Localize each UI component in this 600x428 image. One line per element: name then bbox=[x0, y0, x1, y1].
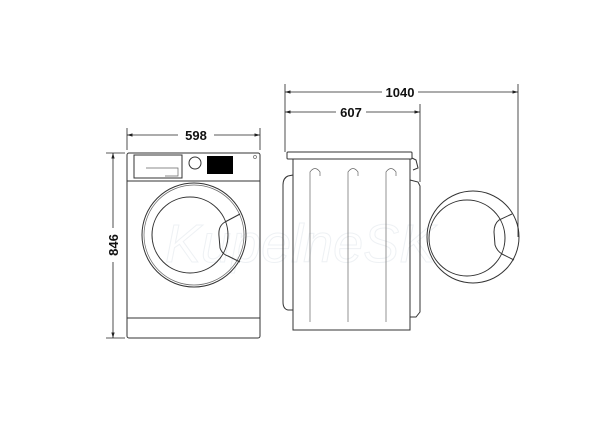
side-groove bbox=[309, 168, 321, 322]
open-door-glass bbox=[428, 199, 506, 277]
width-label: 598 bbox=[185, 128, 207, 143]
front-view bbox=[126, 152, 261, 339]
open-door-outer bbox=[426, 190, 520, 284]
depth-label: 607 bbox=[340, 105, 362, 120]
door-side-edge bbox=[409, 179, 421, 318]
program-knob-icon bbox=[188, 156, 202, 170]
door-handle bbox=[218, 213, 241, 263]
depth-dimension: 607 bbox=[285, 104, 421, 182]
door-outer-ring-inner bbox=[143, 184, 245, 286]
back-bump bbox=[282, 174, 294, 311]
height-label: 846 bbox=[106, 234, 121, 256]
side-groove bbox=[347, 168, 359, 322]
top-plate bbox=[286, 151, 413, 160]
door-glass bbox=[151, 196, 229, 274]
detergent-drawer bbox=[133, 154, 183, 179]
watermark: KupelneSK bbox=[165, 214, 437, 274]
side-knob bbox=[411, 157, 419, 171]
side-groove bbox=[385, 168, 397, 322]
side-view bbox=[282, 151, 520, 331]
door-outer-ring bbox=[141, 182, 247, 288]
power-button-icon bbox=[253, 155, 257, 159]
drawer-handle bbox=[146, 167, 179, 177]
display-panel bbox=[207, 156, 233, 174]
machine-body-side bbox=[292, 158, 411, 331]
open-door-handle bbox=[493, 213, 515, 261]
height-dimension: 846 bbox=[106, 152, 125, 339]
depth-door-open-dimension: 1040 bbox=[284, 84, 519, 237]
machine-body-front bbox=[126, 152, 261, 339]
width-dimension: 598 bbox=[126, 128, 261, 150]
depth-door-open-label: 1040 bbox=[386, 85, 415, 100]
